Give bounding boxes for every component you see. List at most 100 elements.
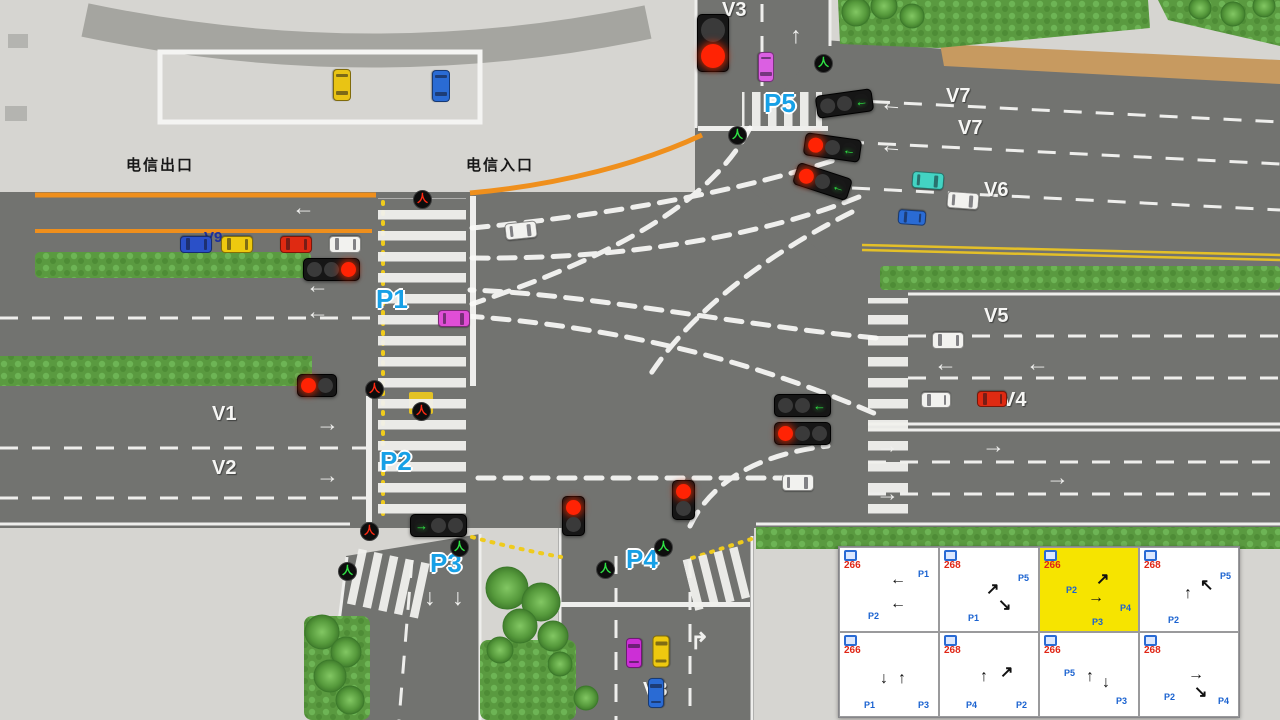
car-north-road-pink[interactable] <box>758 52 774 82</box>
car-diag-cyan[interactable] <box>911 170 945 191</box>
tl-north-approach[interactable] <box>697 14 729 72</box>
car-parked-yellow[interactable] <box>333 69 351 101</box>
phase-cell-number: 266 <box>844 645 861 656</box>
tl-south-1[interactable] <box>562 496 585 536</box>
pavement-arrow-5: ← <box>934 350 957 376</box>
phase-crossing-label: P1 <box>968 613 980 623</box>
pedestrian-signal-green-9[interactable]: 人 <box>814 54 833 73</box>
car-turning-white[interactable] <box>504 220 538 241</box>
pedestrian-signal-red-2[interactable]: 人 <box>412 402 431 421</box>
trees <box>304 0 1276 715</box>
label-v2: V2 <box>212 457 237 479</box>
car-rear-window <box>956 335 959 346</box>
car-crossing-pink[interactable] <box>438 310 470 327</box>
pavement-arrow-8: → <box>982 432 1005 458</box>
car-diag-blue[interactable] <box>897 209 927 226</box>
phase-arrow: → <box>1088 589 1104 606</box>
pavement-arrow-9: → <box>876 480 899 506</box>
phase-crossing-label: P4 <box>966 700 978 710</box>
car-v4-red[interactable] <box>977 391 1007 407</box>
phase-cell-signal-icon <box>1144 635 1157 646</box>
lamp-dark <box>795 426 810 441</box>
pedestrian-signal-green-5[interactable]: 人 <box>338 562 357 581</box>
car-rear-window <box>999 393 1003 405</box>
tl-east-lower[interactable] <box>774 422 831 445</box>
label-v7-a: V7 <box>946 85 971 107</box>
lamp-red <box>701 44 725 68</box>
car-v5-white[interactable] <box>932 332 964 349</box>
car-south-road-magenta[interactable] <box>626 638 642 668</box>
tl-ne-2[interactable]: ← <box>802 132 863 163</box>
lamp-red <box>676 484 691 499</box>
tl-west-1[interactable] <box>303 258 360 281</box>
car-v4-white[interactable] <box>921 392 951 408</box>
tl-ne-3[interactable]: ← <box>791 161 854 202</box>
car-rear-window <box>204 239 207 250</box>
phase-arrow: ↖ <box>1200 577 1214 594</box>
pedestrian-signal-red-0[interactable]: 人 <box>413 190 432 209</box>
lamp-dark <box>566 517 581 532</box>
pedestrian-signal-green-6[interactable]: 人 <box>596 560 615 579</box>
car-east-white[interactable] <box>782 474 814 491</box>
car-windshield <box>628 644 640 648</box>
car-west-yellow[interactable] <box>221 236 253 253</box>
car-rear-window <box>943 394 947 406</box>
phase-crossing-label: P2 <box>1016 700 1028 710</box>
pedestrian-signal-green-4[interactable]: 人 <box>450 538 469 557</box>
phase-crossing-label: P3 <box>1116 696 1128 706</box>
phase-cell-number: 266 <box>1044 645 1061 656</box>
car-rear-window <box>628 660 640 664</box>
car-windshield <box>335 90 349 95</box>
phase-arrow: ↗ <box>986 581 1000 598</box>
phase-arrow: ← <box>890 595 906 612</box>
phase-arrow: ↗ <box>1000 664 1014 681</box>
car-rear-window <box>245 239 248 250</box>
pedestrian-signal-red-3[interactable]: 人 <box>360 522 379 541</box>
car-south-road-blue[interactable] <box>648 678 664 708</box>
label-p2: P2 <box>380 446 412 476</box>
car-rear-window <box>509 225 514 237</box>
car-windshield <box>927 394 931 406</box>
tl-east-upper[interactable]: ← <box>774 394 831 417</box>
car-rear-window <box>443 313 446 324</box>
pavement-arrow-3: → <box>316 410 339 436</box>
tl-sw[interactable]: → <box>410 514 467 537</box>
phase-cell-number: 266 <box>1044 560 1061 571</box>
label-p1: P1 <box>376 284 408 314</box>
car-parked-blue[interactable] <box>432 70 450 102</box>
phase-crossing-label: P5 <box>1018 573 1030 583</box>
lamp-gal: ← <box>840 141 858 159</box>
car-west-white[interactable] <box>329 236 361 253</box>
car-windshield <box>186 238 191 251</box>
tl-west-2[interactable] <box>297 374 337 397</box>
pedestrian-signal-red-1[interactable]: 人 <box>365 380 384 399</box>
lamp-gal: ← <box>852 92 870 110</box>
lamp-dark <box>307 262 322 277</box>
phase-cell-number: 268 <box>1144 560 1161 571</box>
trajectory-dashes <box>463 125 879 529</box>
pedestrian-signal-green-7[interactable]: 人 <box>654 538 673 557</box>
tl-south-2[interactable] <box>672 480 695 520</box>
phase-cell-signal-icon <box>1044 635 1057 646</box>
phase-cell-signal-icon <box>1044 550 1057 561</box>
pavement-arrow-12: ↓ <box>424 584 436 610</box>
crosswalks <box>345 92 908 620</box>
car-rear-window <box>760 56 772 60</box>
label-v4: V4 <box>1002 389 1027 411</box>
car-south-road-yellow[interactable] <box>652 635 670 668</box>
car-west-blue[interactable] <box>180 236 212 253</box>
car-west-red[interactable] <box>280 236 312 253</box>
phase-cell-number: 266 <box>844 560 861 571</box>
car-diag-white[interactable] <box>946 190 980 211</box>
pedestrian-signal-green-8[interactable]: 人 <box>728 126 747 145</box>
tl-ne-1[interactable]: ← <box>814 88 875 119</box>
